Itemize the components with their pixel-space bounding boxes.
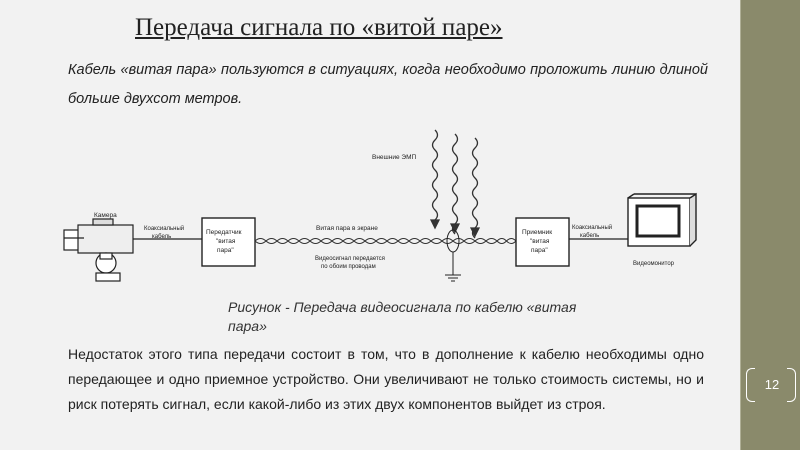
emi-arrows [429,219,481,238]
coax-right-line2: кабель [580,233,599,239]
transmitter-box [201,217,256,267]
slide-sidebar [740,0,800,450]
emi-label: Внешние ЭМП [372,154,416,161]
receiver-line1: Приемник [522,229,552,236]
video-note-line2: по обоим проводам [321,264,376,270]
svg-text:Коаксиальный: Коаксиальный [144,225,184,232]
page-bracket-right [787,368,796,402]
body-text: Недостаток этого типа передачи состоит в… [68,346,704,412]
signal-diagram: Внешние ЭМП Камера Коаксиальный кабель П… [63,129,697,282]
ground-symbol [445,229,461,282]
figure-caption: Рисунок - Передача видеосигнала по кабел… [228,299,577,334]
twisted-pair-label: Витая пара в экране [316,225,378,232]
emi-wave-3 [471,137,479,239]
slide: Передача сигнала по «витой паре» Кабель … [63,14,708,412]
page-title: Передача сигнала по «витой паре» [135,14,503,41]
camera-icon [63,218,134,282]
svg-text:кабель: кабель [152,234,171,240]
camera-label: Камера [94,212,117,219]
emi-waves [429,129,481,239]
receiver-line2: "витая [530,238,550,245]
coax-right-line1: Коаксиальный [572,224,612,231]
emi-wave-1 [431,129,439,221]
page-bracket-left [746,368,755,402]
monitor-label: Видеомонитор [633,261,675,267]
coax-left-line1: Коаксиальный [144,225,184,232]
sidebar-divider [740,0,741,450]
intro-text: Кабель «витая пара» пользуются в ситуаци… [68,62,708,107]
video-note-line1: Видеосигнал передается [315,256,385,262]
emi-wave-2 [451,133,459,235]
coax-left-line2: кабель [152,234,171,240]
transmitter-line3: пара" [217,247,234,254]
transmitter-line2: "витая [216,238,236,245]
page-number: 12 [764,377,780,392]
receiver-box [515,217,570,267]
twisted-pair-cable [254,238,517,244]
receiver-line3: пара" [531,247,548,254]
monitor-icon [627,192,697,247]
transmitter-line1: Передатчик [206,229,242,236]
